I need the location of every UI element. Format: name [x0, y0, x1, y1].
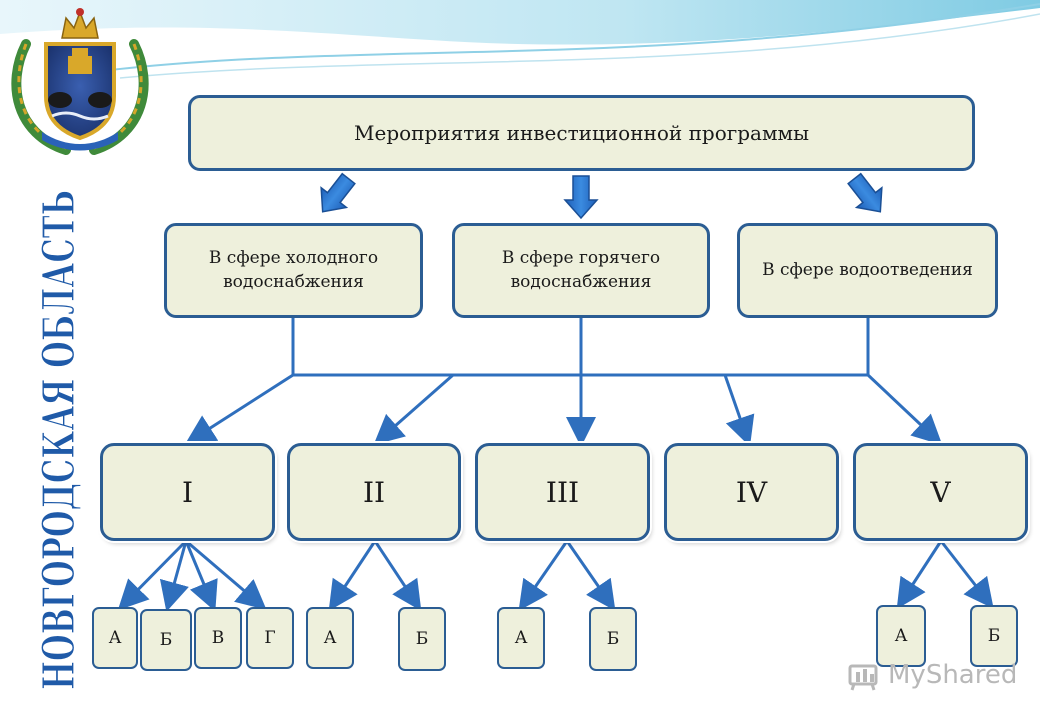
leaf-box: А	[497, 607, 545, 669]
leaf-label: Б	[159, 630, 173, 650]
down-arrow-icon	[847, 172, 883, 213]
leaf-box: А	[876, 605, 926, 667]
main-title: Мероприятия инвестиционной программы	[354, 121, 809, 145]
leaf-label: А	[108, 628, 122, 648]
header-swoosh	[0, 0, 1040, 79]
leaf-box: А	[92, 607, 138, 669]
watermark-text: MyShared	[888, 660, 1018, 690]
group-box-4: IV	[664, 443, 839, 541]
category-label: В сфере горячего водоснабжения	[501, 247, 661, 292]
region-title: НОВГОРОДСКАЯ ОБЛАСТЬ	[33, 189, 85, 690]
leaf-box: Б	[398, 607, 446, 671]
main-title-box: Мероприятия инвестиционной программы	[188, 95, 975, 171]
leaf-label: А	[323, 628, 337, 648]
region-title-text: НОВГОРОДСКАЯ ОБЛАСТЬ	[34, 190, 85, 690]
leaf-box: В	[194, 607, 242, 669]
category-wastewater: В сфере водоотведения	[737, 223, 998, 318]
group-label: II	[362, 475, 386, 509]
leaf-box: Б	[589, 607, 637, 671]
group-label: I	[181, 475, 194, 509]
leaf-label: А	[514, 628, 528, 648]
group-box-1: I	[100, 443, 275, 541]
watermark: MyShared	[848, 655, 1017, 695]
group-label: III	[545, 475, 580, 509]
leaf-label: Г	[264, 628, 276, 648]
group-label: IV	[735, 475, 768, 509]
leaf-label: А	[894, 626, 908, 646]
down-arrow-icon	[320, 172, 356, 213]
category-label: В сфере водоотведения	[762, 259, 973, 280]
group-label: V	[930, 475, 951, 509]
down-arrow-icon	[563, 175, 599, 220]
group-box-2: II	[287, 443, 461, 541]
group-box-5: V	[853, 443, 1028, 541]
leaf-box: Б	[970, 605, 1018, 667]
leaf-box: Б	[140, 609, 192, 671]
leaf-label: Б	[415, 629, 429, 649]
leaf-label: В	[211, 628, 225, 648]
coat-of-arms-icon	[11, 8, 149, 155]
category-hot-water: В сфере горячего водоснабжения	[452, 223, 710, 318]
leaf-label: Б	[987, 626, 1001, 646]
leaf-box: А	[306, 607, 354, 669]
category-label: В сфере холодного водоснабжения	[208, 247, 379, 292]
category-cold-water: В сфере холодного водоснабжения	[164, 223, 423, 318]
leaf-label: Б	[606, 629, 620, 649]
myshared-logo-icon	[848, 664, 878, 691]
group-box-3: III	[475, 443, 650, 541]
leaf-box: Г	[246, 607, 294, 669]
